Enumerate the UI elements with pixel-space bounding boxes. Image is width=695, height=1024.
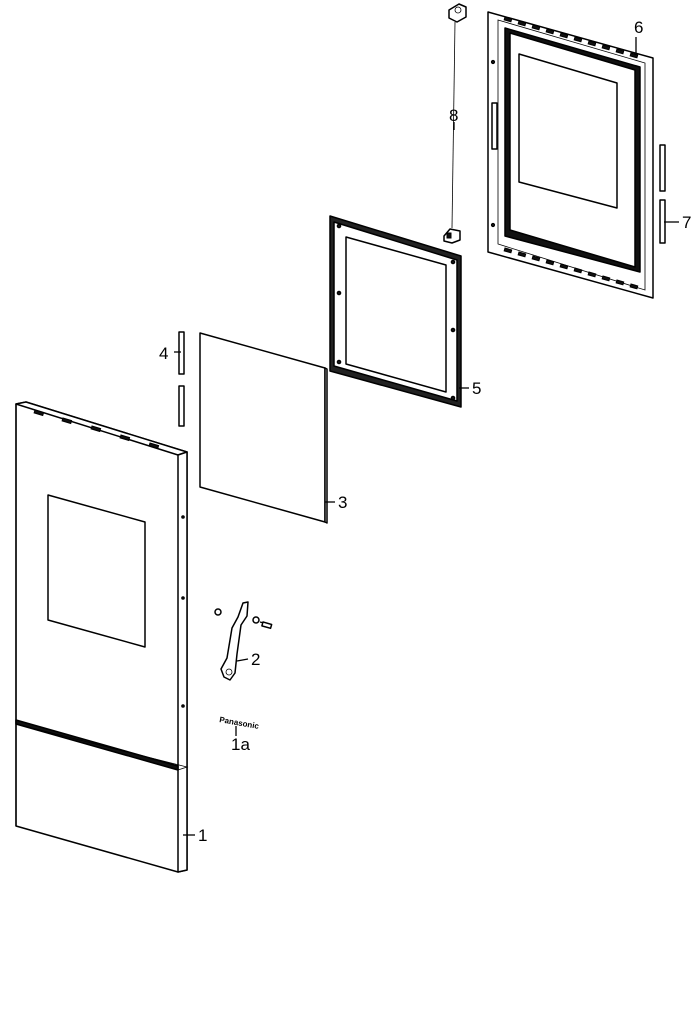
- part-1-outer-door: [15, 401, 189, 873]
- callout-1: 1: [198, 826, 207, 845]
- part-4-side-strips: [178, 331, 185, 427]
- callout-labels: 6 8 7 4 5 3 2 1a 1: [159, 18, 691, 845]
- callout-3: 3: [338, 493, 347, 512]
- callout-6: 6: [634, 18, 643, 37]
- callout-8: 8: [449, 106, 458, 125]
- part-6-inner-door-frame: [487, 11, 654, 299]
- part-7-pins: [659, 144, 666, 244]
- part-1a-logo: Panasonic: [219, 715, 261, 731]
- callout-4: 4: [159, 344, 168, 363]
- leader-lines: [174, 37, 679, 836]
- callout-2: 2: [251, 650, 260, 669]
- callout-1a: 1a: [231, 735, 250, 754]
- callout-5: 5: [472, 379, 481, 398]
- part-2-bracket: [214, 601, 273, 681]
- logo-text: Panasonic: [219, 715, 261, 731]
- part-3-glass-panel: [199, 332, 328, 524]
- part-8-hinge: [443, 3, 467, 244]
- part-5-gasket-frame: [329, 215, 462, 408]
- callout-7: 7: [682, 213, 691, 232]
